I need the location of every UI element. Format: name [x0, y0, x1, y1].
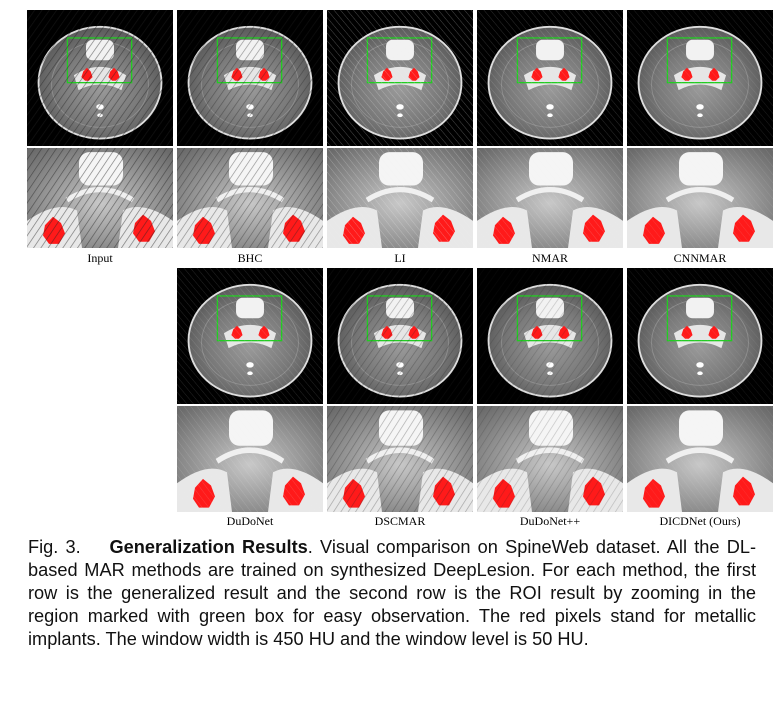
method-label-li: LI — [394, 251, 406, 265]
method-label-dicdnet: DICDNet (Ours) — [659, 514, 741, 528]
roi-image-nmar — [477, 148, 623, 248]
figure-caption: Fig. 3. Generalization Results. Visual c… — [28, 536, 756, 651]
ct-image-bhc — [177, 10, 323, 146]
roi-image-cnnmar — [627, 148, 773, 248]
method-label-bhc: BHC — [237, 251, 263, 265]
roi-image-input — [27, 148, 173, 248]
ct-image-dscmar — [327, 268, 473, 404]
roi-image-dscmar — [327, 406, 473, 512]
ct-image-nmar — [477, 10, 623, 146]
ct-image-dudonet — [177, 268, 323, 404]
method-label-dudonetpp: DuDoNet++ — [519, 514, 581, 528]
ct-image-dicdnet — [627, 268, 773, 404]
caption-label: Fig. 3. — [28, 537, 81, 557]
method-label-dudonet: DuDoNet — [226, 514, 274, 528]
caption-title: Generalization Results — [109, 537, 308, 557]
method-label-nmar: NMAR — [531, 251, 568, 265]
ct-image-input — [27, 10, 173, 146]
caption-body: . Visual comparison on SpineWeb dataset.… — [28, 537, 756, 649]
ct-image-cnnmar — [627, 10, 773, 146]
roi-image-dudonet — [177, 406, 323, 512]
roi-image-dudonetpp — [477, 406, 623, 512]
ct-image-dudonetpp — [477, 268, 623, 404]
roi-image-dicdnet — [627, 406, 773, 512]
roi-image-bhc — [177, 148, 323, 248]
method-label-dscmar: DSCMAR — [374, 514, 426, 528]
method-label-input: Input — [87, 251, 113, 265]
ct-image-li — [327, 10, 473, 146]
roi-image-li — [327, 148, 473, 248]
method-label-cnnmar: CNNMAR — [673, 251, 727, 265]
